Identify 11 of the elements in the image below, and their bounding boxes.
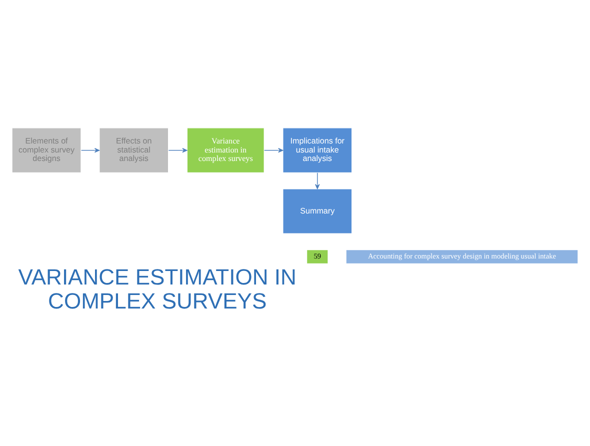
diagram-title: VARIANCE ESTIMATION IN COMPLEX SURVEYS bbox=[18, 264, 296, 314]
arrow bbox=[168, 148, 188, 153]
node-box: Effects on statistical analysis bbox=[99, 128, 169, 174]
node-box: Variance estimation in complex surveys bbox=[186, 128, 265, 174]
node-box: Implications for usual intake analysis bbox=[282, 128, 352, 174]
arrow bbox=[80, 148, 100, 153]
label: Accounting for complex survey design in modeling usual intake bbox=[368, 252, 556, 261]
node-box: Elements of complex survey designs bbox=[12, 128, 82, 174]
arrow bbox=[315, 172, 320, 190]
node-box: Summary bbox=[282, 188, 352, 234]
label: 59 bbox=[314, 252, 322, 261]
